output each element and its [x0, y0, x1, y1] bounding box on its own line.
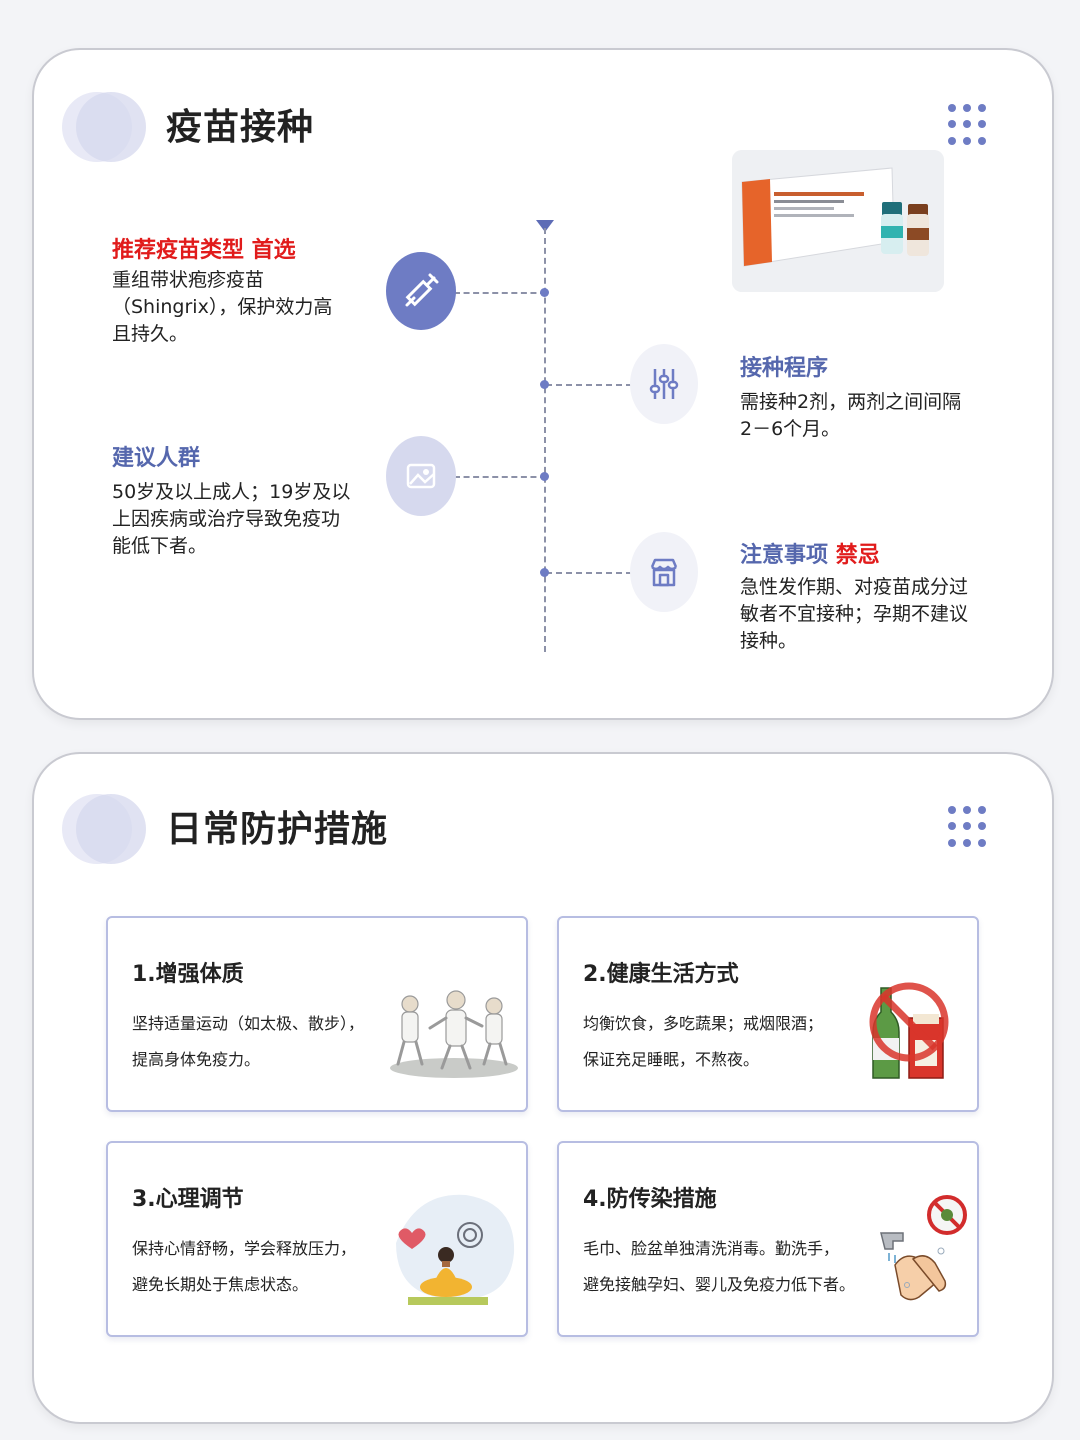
- timeline-node: [540, 380, 549, 389]
- timeline-node: [540, 288, 549, 297]
- card-healthy-lifestyle: 2.健康生活方式 均衡饮食，多吃蔬果；戒烟限酒； 保证充足睡眠，不熬夜。: [557, 916, 979, 1112]
- daily-protection-panel: 日常防护措施 1.增强体质 坚持适量运动（如太极、散步）， 提高身体免疫力。: [32, 752, 1054, 1424]
- sliders-icon: [630, 344, 698, 424]
- card-title: 4.防传染措施: [583, 1187, 717, 1212]
- menu-dots-icon: [948, 806, 990, 848]
- card-strengthen-body: 1.增强体质 坚持适量运动（如太极、散步）， 提高身体免疫力。: [106, 916, 528, 1112]
- card-psychological-adjustment: 3.心理调节 保持心情舒畅，学会释放压力， 避免长期处于焦虑状态。: [106, 1141, 528, 1337]
- card-infection-prevention: 4.防传染措施 毛巾、脸盆单独清洗消毒。勤洗手， 避免接触孕妇、婴儿及免疫力低下…: [557, 1141, 979, 1337]
- precautions-label: 注意事项 禁忌: [740, 543, 880, 568]
- connector-line: [546, 384, 632, 386]
- card-text: 坚持适量运动（如太极、散步）， 提高身体免疫力。: [132, 1014, 365, 1069]
- connector-line: [454, 292, 546, 294]
- schedule-text: 需接种2剂，两剂之间间隔 2－6个月。: [740, 391, 962, 440]
- card-text: 毛巾、脸盆单独清洗消毒。勤洗手， 避免接触孕妇、婴儿及免疫力低下者。: [583, 1239, 856, 1294]
- timeline-node: [540, 568, 549, 577]
- recommended-vaccine-label: 推荐疫苗类型 首选: [112, 238, 296, 263]
- connector-line: [546, 572, 632, 574]
- vaccine-product-image: [732, 150, 944, 292]
- connector-line: [454, 476, 546, 478]
- timeline-axis: [544, 228, 546, 652]
- title-badge: [62, 794, 146, 864]
- image-icon: [386, 436, 456, 516]
- card-text: 保持心情舒畅，学会释放压力， 避免长期处于焦虑状态。: [132, 1239, 357, 1294]
- target-population-text: 50岁及以上成人；19岁及以 上因疾病或治疗导致免疫功 能低下者。: [112, 481, 351, 557]
- syringe-icon: [386, 252, 456, 330]
- title-badge: [62, 92, 146, 162]
- vaccination-panel: 疫苗接种: [32, 48, 1054, 720]
- no-smoking-drinking-illustration: [863, 974, 953, 1090]
- precautions-text: 急性发作期、对疫苗成分过 敏者不宜接种；孕期不建议 接种。: [740, 576, 969, 652]
- daily-protection-title: 日常防护措施: [166, 809, 389, 850]
- meditation-illustration: [376, 1183, 522, 1321]
- store-icon: [630, 532, 698, 612]
- recommended-vaccine-text: 重组带状疱疹疫苗 （Shingrix），保护效力高 且持久。: [112, 269, 333, 345]
- menu-dots-icon: [948, 104, 990, 146]
- timeline-arrowhead: [536, 220, 554, 232]
- card-title: 1.增强体质: [132, 962, 244, 987]
- vaccination-title: 疫苗接种: [166, 107, 315, 148]
- card-title: 3.心理调节: [132, 1187, 244, 1212]
- card-text: 均衡饮食，多吃蔬果；戒烟限酒； 保证充足睡眠，不熬夜。: [583, 1014, 824, 1069]
- tai-chi-illustration: [386, 988, 522, 1084]
- target-population-label: 建议人群: [112, 446, 201, 471]
- card-title: 2.健康生活方式: [583, 962, 739, 987]
- schedule-label: 接种程序: [740, 356, 829, 381]
- handwashing-illustration: [877, 1193, 969, 1305]
- timeline-node: [540, 472, 549, 481]
